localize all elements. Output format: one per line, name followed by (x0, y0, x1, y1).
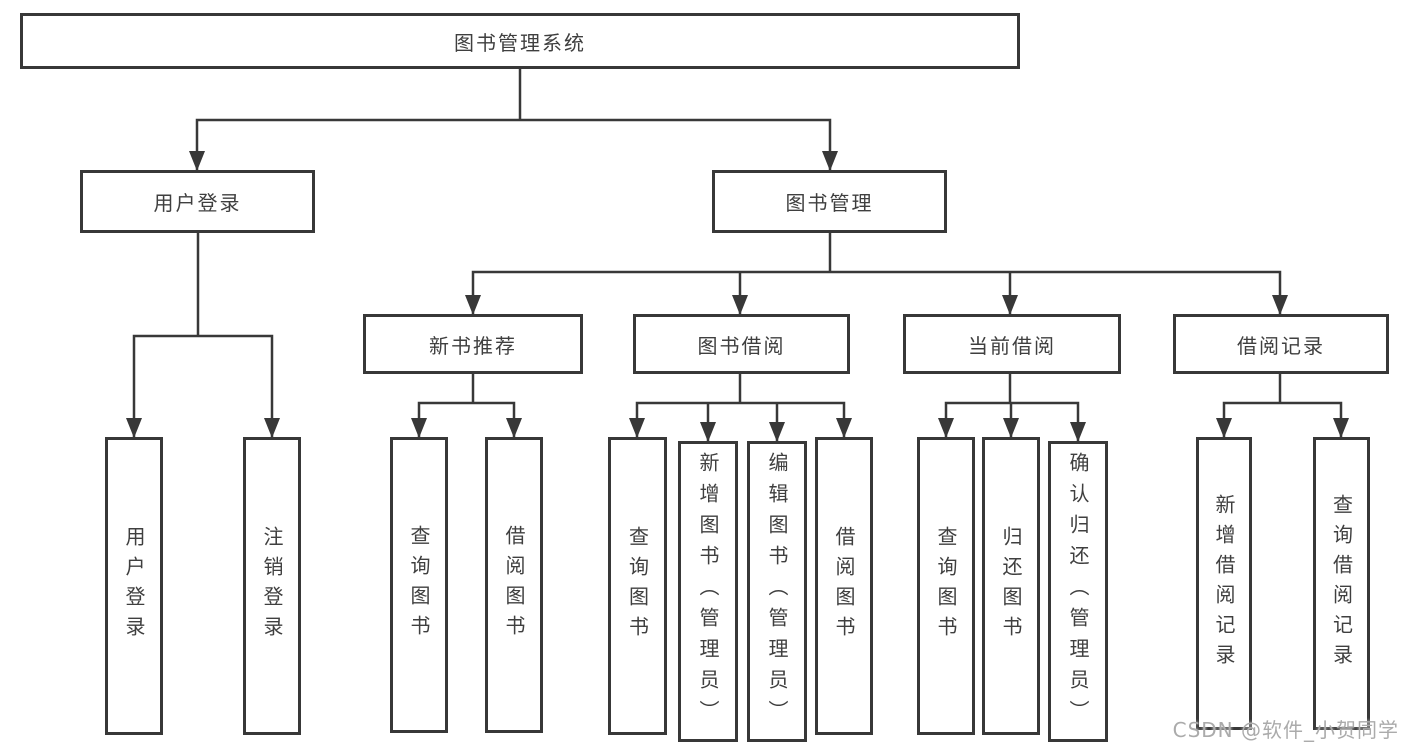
node-current-borrowing: 当前借阅 (903, 314, 1121, 374)
leaf-edit-book-admin: 编辑图书（管理员） (747, 441, 807, 742)
edge-records-children (1216, 401, 1349, 438)
leaf-logout: 注销登录 (243, 437, 301, 735)
node-label: 图书借阅 (697, 333, 786, 358)
edge-root-to-level2 (189, 118, 838, 171)
leaf-query-books-2: 查询图书 (608, 437, 667, 735)
leaf-query-borrow-record: 查询借阅记录 (1313, 437, 1370, 730)
node-book-management: 图书管理 (712, 170, 947, 233)
leaf-label: 注销登录 (260, 526, 284, 646)
edge-bookborrow-children (629, 401, 852, 438)
leaf-label: 用户登录 (122, 526, 146, 646)
edge-bookmgmt-children (465, 270, 1288, 315)
node-label: 新书推荐 (429, 333, 517, 358)
leaf-label: 新增图书（管理员） (696, 452, 720, 731)
leaf-label: 查询图书 (934, 526, 958, 646)
leaf-label: 确认归还（管理员） (1066, 452, 1090, 731)
leaf-label: 归还图书 (999, 526, 1023, 646)
leaf-query-books-3: 查询图书 (917, 437, 975, 735)
edge-newbook-children (411, 401, 522, 438)
leaf-confirm-return-admin: 确认归还（管理员） (1048, 441, 1108, 742)
leaf-add-borrow-record: 新增借阅记录 (1196, 437, 1252, 730)
edge-userlogin-children (126, 334, 280, 438)
leaf-add-book-admin: 新增图书（管理员） (678, 441, 738, 742)
leaf-user-login: 用户登录 (105, 437, 163, 735)
leaf-label: 新增借阅记录 (1212, 493, 1236, 674)
node-label: 图书管理 (785, 191, 874, 215)
node-label: 图书管理系统 (454, 30, 586, 55)
leaf-return-books: 归还图书 (982, 437, 1040, 735)
leaf-label: 查询借阅记录 (1329, 493, 1354, 674)
leaf-label: 借阅图书 (832, 526, 856, 646)
csdn-watermark: CSDN @软件_小贺同学 (1172, 718, 1399, 742)
node-borrow-records: 借阅记录 (1173, 314, 1389, 374)
node-label: 用户登录 (153, 191, 242, 215)
leaf-label: 借阅图书 (502, 525, 526, 645)
leaf-label: 查询图书 (407, 525, 431, 645)
leaf-query-books-1: 查询图书 (390, 437, 448, 733)
node-user-login: 用户登录 (80, 170, 315, 233)
leaf-borrow-books-2: 借阅图书 (815, 437, 873, 735)
node-label: 当前借阅 (968, 333, 1056, 358)
node-book-borrowing: 图书借阅 (633, 314, 850, 374)
node-library-system: 图书管理系统 (20, 13, 1020, 69)
leaf-label: 编辑图书（管理员） (765, 452, 789, 731)
node-label: 借阅记录 (1237, 333, 1325, 358)
leaf-borrow-books-1: 借阅图书 (485, 437, 543, 733)
leaf-label: 查询图书 (625, 526, 650, 646)
node-new-book-recommend: 新书推荐 (363, 314, 583, 374)
